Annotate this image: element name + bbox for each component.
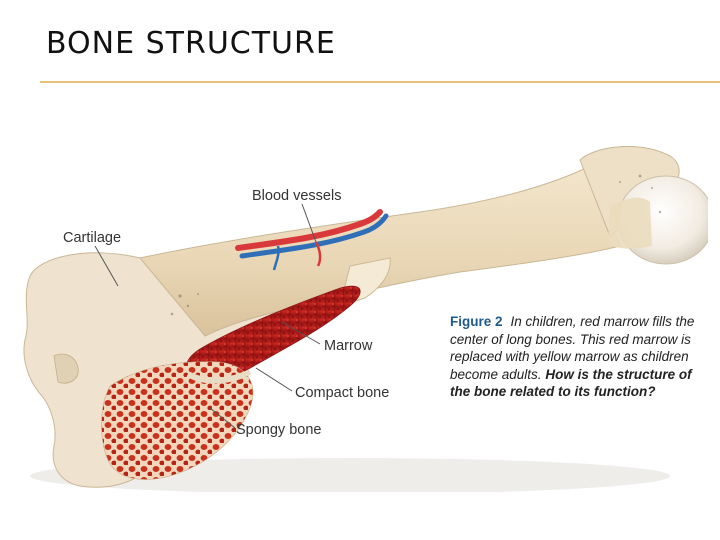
slide-title: BONE STRUCTURE xyxy=(46,26,336,61)
figure-label: Figure 2 xyxy=(450,314,503,329)
artery xyxy=(235,209,383,251)
bone-diagram: Blood vessels Cartilage Marrow Compact b… xyxy=(20,146,708,492)
label-blood-vessels: Blood vessels xyxy=(252,188,342,204)
bone-illustration xyxy=(23,146,708,492)
label-cartilage: Cartilage xyxy=(63,230,122,246)
bone-shaft xyxy=(139,165,621,337)
vein xyxy=(239,213,389,259)
label-spongy-bone: Spongy bone xyxy=(236,422,322,438)
title-divider xyxy=(40,81,720,83)
spongy-region xyxy=(101,361,254,480)
caption-question: How is the structure of the bone related… xyxy=(450,366,692,400)
label-compact-bone: Compact bone xyxy=(295,385,390,401)
label-marrow: Marrow xyxy=(324,338,373,354)
caption-text: In children, red marrow fills the center… xyxy=(450,314,695,382)
